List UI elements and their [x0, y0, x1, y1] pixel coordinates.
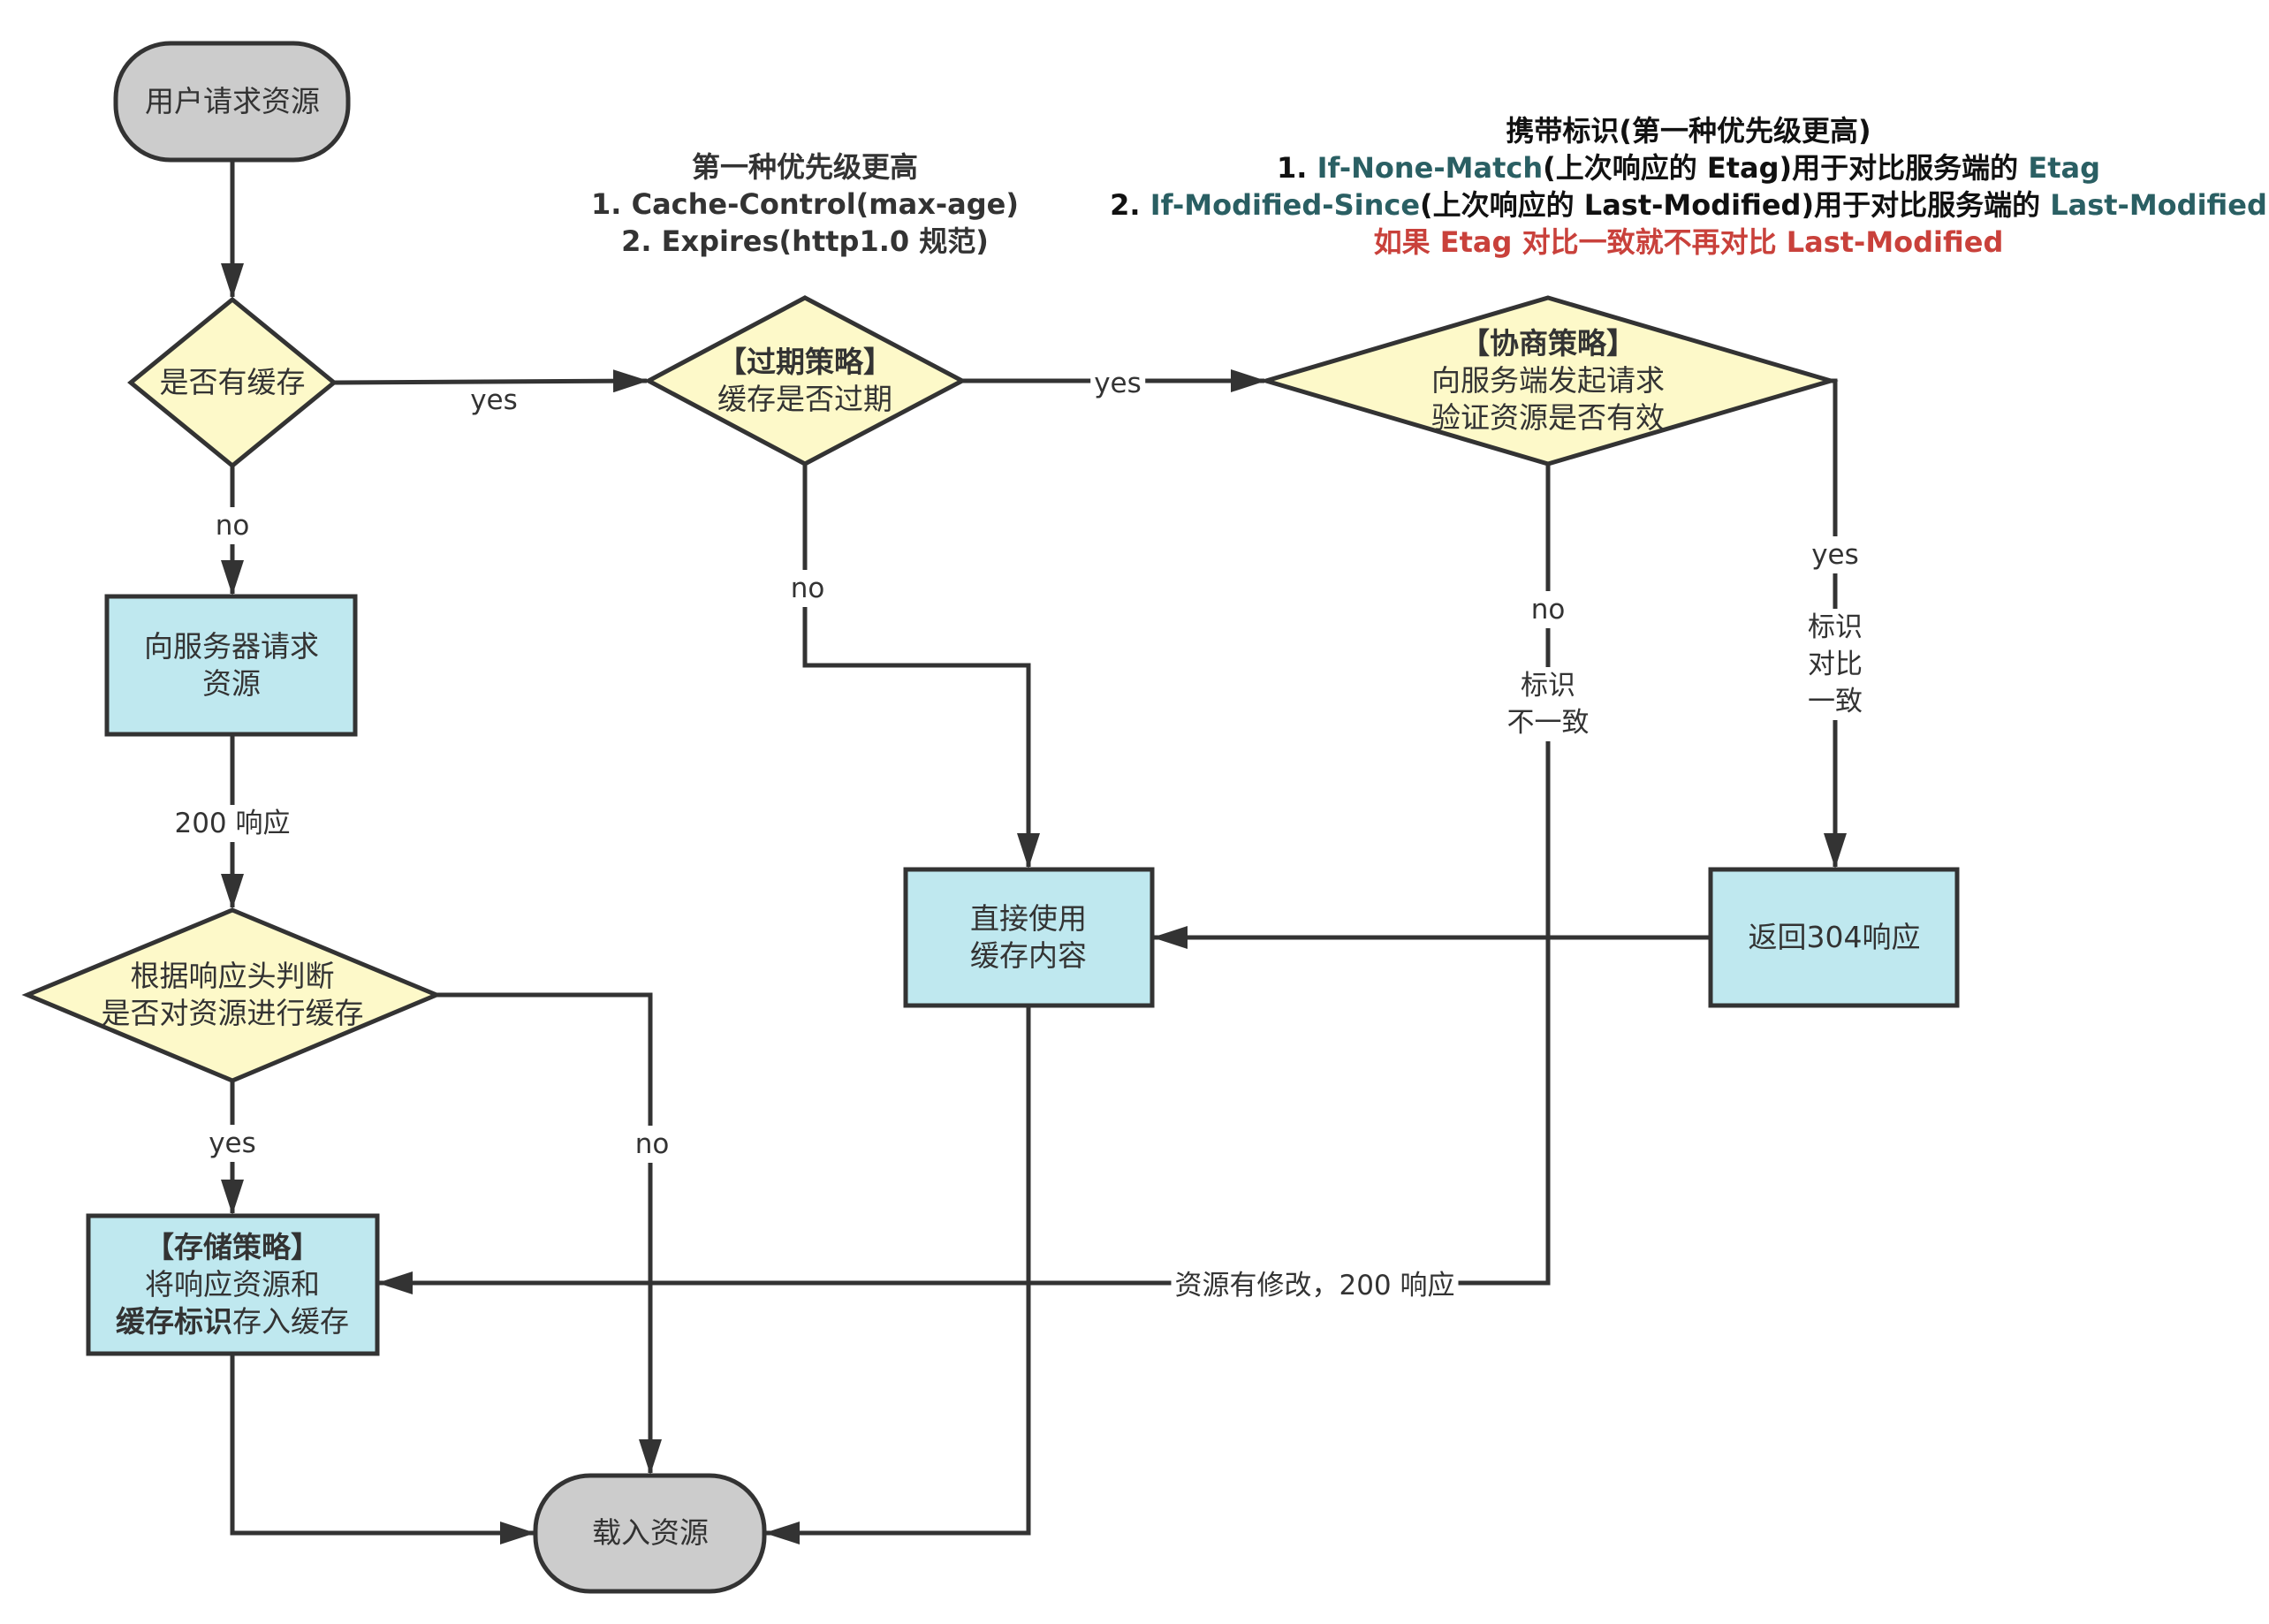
expire-text: 缓存是否过期: [717, 382, 892, 416]
edge-label-has-cache-yes: yes: [470, 384, 518, 416]
if-modified-since-text: If-Modified-Since: [1150, 188, 1421, 222]
request-server-process: [104, 594, 358, 737]
etag-text: Etag: [2028, 151, 2100, 185]
store-process: [86, 1213, 380, 1356]
edge-label-negotiate-yes-detail: 标识 对比 一致: [1804, 609, 1866, 720]
yes-detail-line3: 一致: [1808, 686, 1863, 717]
no-detail-line2: 不一致: [1506, 707, 1590, 739]
request-server-label: 向服务器请求 资源: [144, 628, 319, 702]
negotiate-note-line1: 1. If-None-Match(上次响应的 Etag)用于对比服务端的 Eta…: [1110, 149, 2267, 186]
expire-decision: [643, 295, 968, 467]
use-cache-line2: 缓存内容: [970, 938, 1087, 973]
edge-label-judge-yes: yes: [205, 1125, 260, 1162]
yes-detail-line2: 对比: [1808, 649, 1863, 680]
negotiate-note-line2: 2. If-Modified-Since(上次响应的 Last-Modified…: [1110, 186, 2267, 224]
no-detail-line1: 标识: [1521, 670, 1575, 702]
use-cache-label: 直接使用 缓存内容: [970, 900, 1087, 975]
store-title: 【存储策略】: [145, 1230, 320, 1264]
return-304-process: [1708, 867, 1960, 1008]
edge-label-negotiate-no-detail: 标识 不一致: [1503, 667, 1593, 741]
yes-detail-line1: 标识: [1808, 611, 1863, 643]
l2-prefix: 2.: [1110, 188, 1150, 222]
request-server-line2: 资源: [202, 666, 261, 701]
edge-use-cache-to-load: [764, 1006, 1031, 1544]
edge-has-cache-yes: [333, 369, 649, 393]
return-304-label: 返回304响应: [1748, 920, 1921, 954]
expire-note: 第一种优先级更高 1. Cache-Control(max-age) 2. Ex…: [591, 148, 1019, 260]
load-terminal: [533, 1473, 767, 1594]
l1-mid: (上次响应的 Etag)用于对比服务端的: [1543, 151, 2029, 185]
negotiate-note: 携带标识(第一种优先级更高) 1. If-None-Match(上次响应的 Et…: [1110, 112, 2267, 261]
store-line2: 缓存标识存入缓存: [116, 1303, 349, 1340]
edge-label-negotiate-no: no: [1527, 591, 1569, 628]
judge-header-label: 根据响应头判断 是否对资源进行缓存: [102, 958, 364, 1032]
request-server-line1: 向服务器请求: [144, 629, 319, 664]
has-cache-decision: [127, 296, 338, 469]
expire-title: 【过期策略】: [717, 345, 892, 379]
has-cache-label: 是否有缓存: [159, 365, 306, 399]
judge-header-line1: 根据响应头判断: [130, 959, 335, 993]
negotiate-label: 【协商策略】 向服务端发起请求 验证资源是否有效: [1431, 325, 1665, 436]
edge-label-200-response: 200 响应: [171, 805, 294, 842]
store-line2-bold: 缓存标识: [116, 1304, 232, 1339]
use-cache-line1: 直接使用: [970, 901, 1087, 936]
edge-judge-no: [436, 992, 662, 1475]
edge-label-negotiate-yes: yes: [1808, 536, 1863, 573]
judge-header-decision: [21, 907, 443, 1083]
edge-label-expire-no: no: [786, 570, 829, 607]
expire-note-line2: 1. Cache-Control(max-age): [591, 187, 1019, 221]
l2-mid: (上次响应的 Last-Modified)用于对比服务端的: [1420, 188, 2051, 222]
expire-note-line1: 第一种优先级更高: [691, 150, 918, 184]
negotiate-line2: 验证资源是否有效: [1431, 400, 1665, 435]
if-none-match-text: If-None-Match: [1317, 151, 1544, 185]
store-line1: 将响应资源和: [145, 1267, 320, 1301]
negotiate-line1: 向服务端发起请求: [1431, 363, 1665, 398]
l1-prefix: 1.: [1277, 151, 1317, 185]
negotiate-note-title: 携带标识(第一种优先级更高): [1506, 114, 1871, 148]
use-cache-process: [903, 867, 1155, 1008]
start-terminal: [113, 41, 351, 163]
negotiate-decision: [1258, 295, 1839, 467]
edge-store-to-load: [230, 1354, 535, 1544]
expire-note-line3: 2. Expires(http1.0 规范): [621, 224, 989, 258]
store-line2-rest: 存入缓存: [232, 1304, 349, 1339]
load-label: 载入资源: [592, 1515, 709, 1550]
edge-expire-no: [802, 464, 1040, 869]
expire-label: 【过期策略】 缓存是否过期: [717, 344, 892, 418]
edge-label-judge-no: no: [631, 1126, 673, 1163]
edge-label-expire-yes: yes: [1090, 365, 1145, 402]
store-label: 【存储策略】 将响应资源和 缓存标识存入缓存: [116, 1229, 349, 1340]
negotiate-title: 【协商策略】: [1461, 326, 1635, 360]
negotiate-note-warning: 如果 Etag 对比一致就不再对比 Last-Modified: [1373, 225, 2004, 259]
start-label: 用户请求资源: [145, 84, 320, 118]
last-modified-text: Last-Modified: [2050, 188, 2267, 222]
edge-label-has-cache-no: no: [211, 507, 254, 544]
judge-header-line2: 是否对资源进行缓存: [101, 996, 364, 1030]
edge-label-modified-200: 资源有修改，200 响应: [1171, 1267, 1459, 1304]
